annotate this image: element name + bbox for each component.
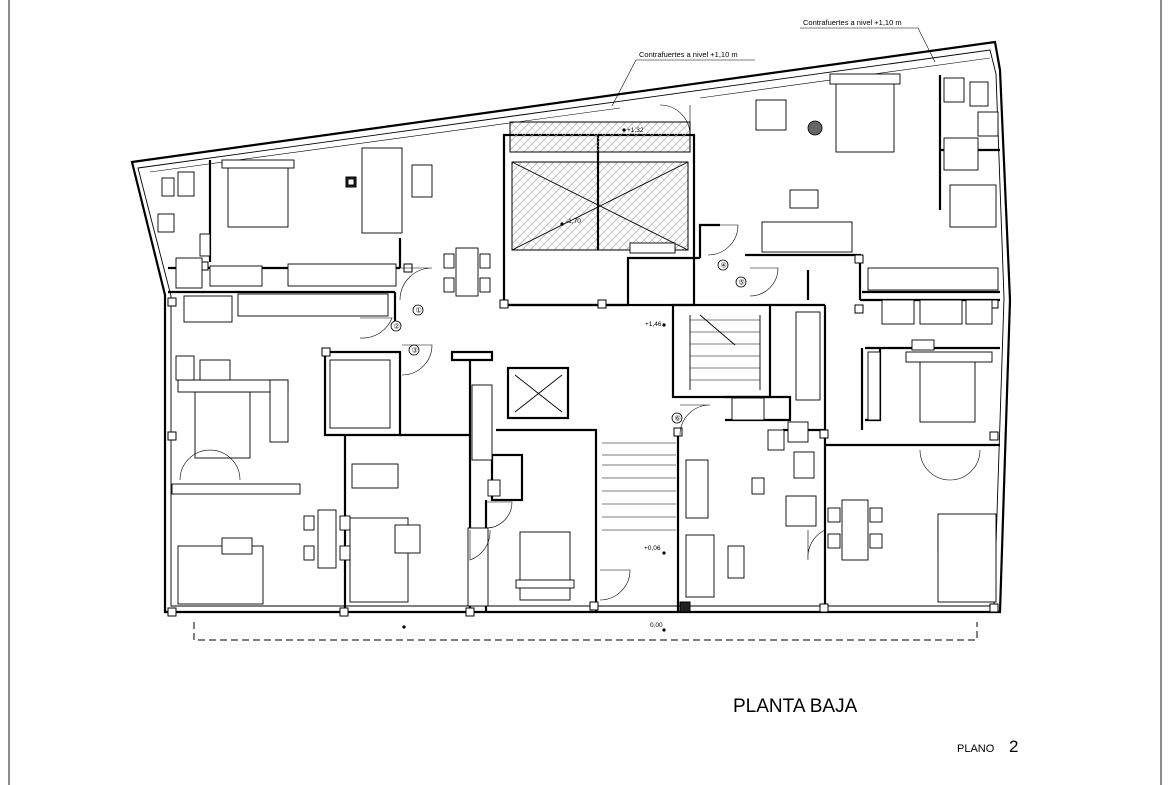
door-marker-4: ④ xyxy=(721,262,727,270)
door-marker-2: ② xyxy=(394,323,400,331)
furniture-right xyxy=(755,73,999,603)
leader-buttress-right xyxy=(800,27,936,63)
furniture-center xyxy=(515,242,821,601)
level-patio-upper: +1,32 xyxy=(627,127,644,134)
level-entry: +0,06 xyxy=(644,545,661,552)
leader-buttress-left xyxy=(611,59,755,107)
level-hall: +1,46 xyxy=(645,321,662,328)
street-line xyxy=(193,622,978,641)
level-points xyxy=(402,128,666,632)
interior-walls xyxy=(168,75,1000,612)
buttress-left-label: Contrafuertes a nivel +1,10 m xyxy=(639,50,738,59)
furniture-left-lower xyxy=(171,355,501,607)
plan-number: 2 xyxy=(1009,737,1018,756)
door-marker-3: ③ xyxy=(412,347,418,355)
furniture-left-upper xyxy=(157,147,491,323)
door-marker-1: ① xyxy=(416,307,422,315)
plan-label: PLANO xyxy=(957,743,995,755)
sheet-title: PLANTA BAJA xyxy=(733,696,858,717)
door-markers xyxy=(390,259,747,424)
structural-columns xyxy=(167,254,999,617)
level-patio-lower: -1,70 xyxy=(566,218,581,225)
level-street: 0,00 xyxy=(650,622,663,629)
door-marker-6: ⑥ xyxy=(675,415,681,423)
door-swings xyxy=(179,104,981,601)
buttress-right-label: Contrafuertes a nivel +1,10 m xyxy=(803,18,902,27)
door-marker-5: ⑤ xyxy=(739,279,745,287)
